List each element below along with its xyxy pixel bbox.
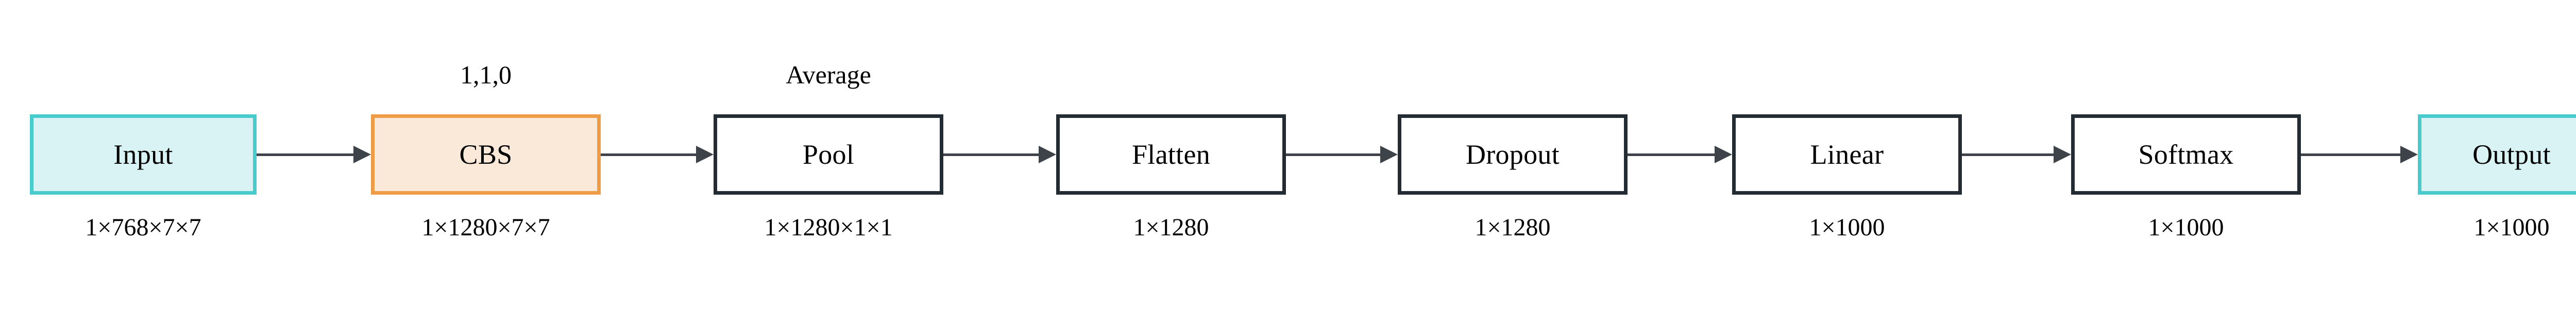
arrow-head-icon: [696, 146, 714, 163]
block-label-cbs: CBS: [459, 139, 513, 170]
arrow-shaft: [601, 153, 698, 156]
block-softmax[interactable]: Softmax: [2071, 114, 2301, 195]
arrow-head-icon: [2054, 146, 2071, 163]
block-label-flatten: Flatten: [1131, 139, 1211, 170]
arrow-shaft: [1962, 153, 2056, 156]
block-linear[interactable]: Linear: [1732, 114, 1962, 195]
arrow-head-icon: [1039, 146, 1056, 163]
block-label-linear: Linear: [1810, 139, 1884, 170]
note-cbs: 1,1,0: [460, 60, 512, 89]
arrow-shaft: [2301, 153, 2402, 156]
arrow-head-icon: [1380, 146, 1398, 163]
block-pool[interactable]: Pool: [714, 114, 943, 195]
block-cbs[interactable]: CBS: [371, 114, 601, 195]
arrow-cbs-to-pool: [601, 146, 714, 163]
block-output[interactable]: Output: [2418, 114, 2576, 195]
shape-caption-cbs: 1×1280×7×7: [421, 214, 550, 241]
arrow-shaft: [1286, 153, 1382, 156]
block-flatten[interactable]: Flatten: [1056, 114, 1286, 195]
block-input[interactable]: Input: [30, 114, 257, 195]
arrow-shaft: [1628, 153, 1717, 156]
note-pool: Average: [786, 60, 871, 89]
arrow-dropout-to-linear: [1628, 146, 1732, 163]
shape-caption-input: 1×768×7×7: [85, 214, 201, 241]
shape-caption-dropout: 1×1280: [1475, 214, 1551, 241]
arrow-pool-to-flatten: [943, 146, 1056, 163]
block-dropout[interactable]: Dropout: [1398, 114, 1628, 195]
arrow-shaft: [943, 153, 1041, 156]
arrow-flatten-to-dropout: [1286, 146, 1398, 163]
arrow-head-icon: [2400, 146, 2418, 163]
block-label-input: Input: [113, 139, 173, 170]
arrow-head-icon: [1715, 146, 1732, 163]
shape-caption-softmax: 1×1000: [2148, 214, 2224, 241]
shape-caption-flatten: 1×1280: [1133, 214, 1209, 241]
arrow-input-to-cbs: [257, 146, 371, 163]
block-label-softmax: Softmax: [2138, 139, 2234, 170]
arrow-shaft: [257, 153, 355, 156]
block-label-output: Output: [2472, 139, 2551, 170]
arrow-linear-to-softmax: [1962, 146, 2071, 163]
arrow-head-icon: [353, 146, 371, 163]
block-label-dropout: Dropout: [1465, 139, 1560, 170]
arrow-softmax-to-output: [2301, 146, 2418, 163]
shape-caption-pool: 1×1280×1×1: [764, 214, 893, 241]
shape-caption-output: 1×1000: [2473, 214, 2550, 241]
block-label-pool: Pool: [802, 139, 855, 170]
shape-caption-linear: 1×1000: [1809, 214, 1885, 241]
